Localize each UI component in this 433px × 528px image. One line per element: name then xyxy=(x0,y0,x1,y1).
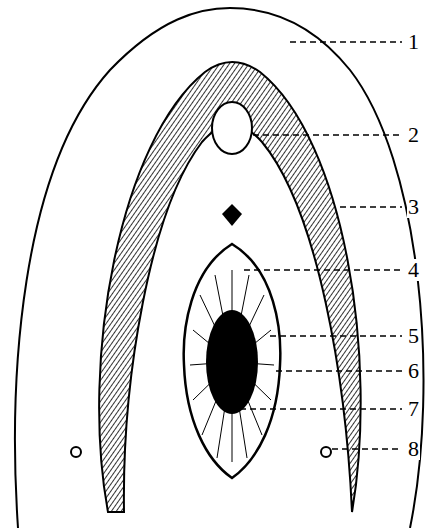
outer-outline xyxy=(15,8,423,528)
almond-opening xyxy=(184,244,281,478)
labia-band xyxy=(99,62,361,512)
callout-number: 4 xyxy=(407,259,420,281)
callout-number: 5 xyxy=(407,325,420,347)
leader-lines xyxy=(240,42,402,449)
gland-dot xyxy=(71,447,81,457)
gland-dot xyxy=(321,447,331,457)
callout-number: 7 xyxy=(407,398,420,420)
small-opening xyxy=(222,204,242,226)
callout-number: 2 xyxy=(407,124,420,146)
callout-number: 6 xyxy=(407,360,420,382)
radiating-lines xyxy=(190,270,274,462)
callout-number: 3 xyxy=(407,196,420,218)
callout-number: 8 xyxy=(407,438,420,460)
oval-part xyxy=(212,102,252,154)
dark-centre xyxy=(206,310,258,414)
callout-number: 1 xyxy=(407,31,420,53)
